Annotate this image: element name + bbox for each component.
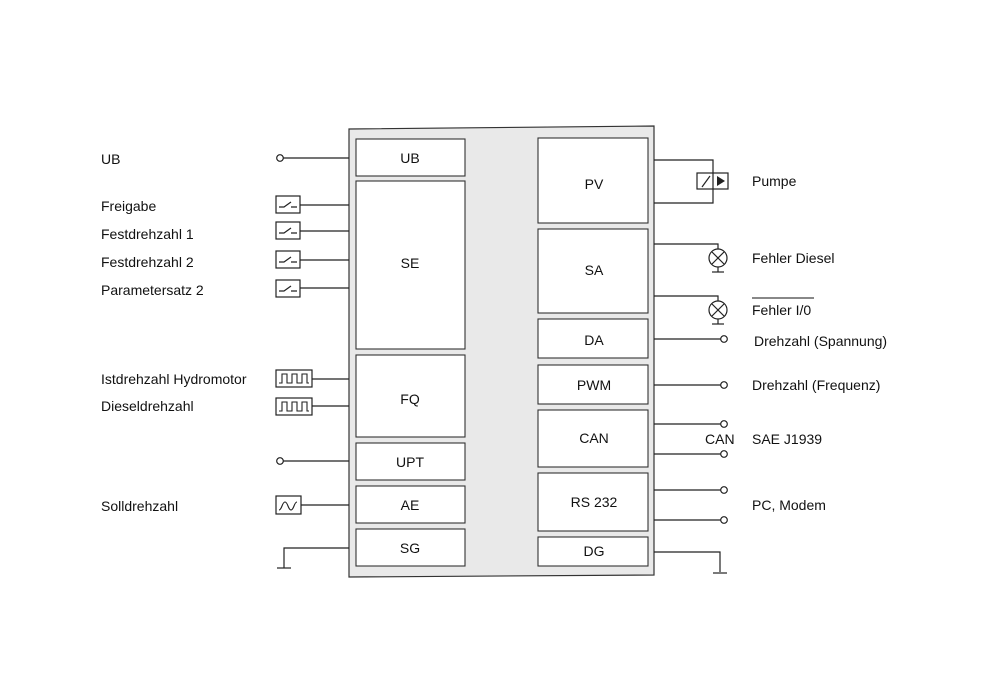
label-sae-j1939: SAE J1939 (752, 431, 822, 447)
block-fq (355, 354, 466, 438)
label-fehler-io: Fehler I/0 (752, 302, 811, 318)
block-pwm-label: PWM (577, 377, 611, 393)
block-dg (537, 536, 649, 567)
label-fehler-diesel: Fehler Diesel (752, 250, 834, 266)
analog-signal-icon-solldrehzahl (275, 495, 302, 515)
label-pumpe: Pumpe (752, 173, 797, 189)
label-istdrehzahl: Istdrehzahl Hydromotor (101, 371, 247, 387)
label-parametersatz-2: Parametersatz 2 (101, 282, 204, 298)
block-sa-label: SA (585, 262, 604, 278)
right-wiring (654, 159, 729, 574)
block-dg-label: DG (584, 543, 605, 559)
wire-pv-top (654, 159, 714, 173)
terminal-rs232-rx (720, 516, 728, 524)
label-solldrehzahl: Solldrehzahl (101, 498, 178, 514)
switch-icon-festdrehzahl-1 (275, 221, 301, 240)
lamp-icon-fehler-diesel (708, 248, 728, 273)
label-festdrehzahl-1: Festdrehzahl 1 (101, 226, 194, 242)
block-can-label: CAN (579, 430, 609, 446)
label-pc-modem: PC, Modem (752, 497, 826, 513)
right-labels: Pumpe Fehler Diesel Fehler I/0 Drehzahl … (705, 173, 887, 513)
label-can: CAN (705, 431, 735, 447)
block-upt-label: UPT (396, 454, 424, 470)
block-pv (537, 137, 649, 224)
wire-dg-ground (654, 551, 721, 572)
block-pwm (537, 364, 649, 405)
switch-icon-parametersatz-2 (275, 279, 301, 298)
block-sg-label: SG (400, 540, 420, 556)
terminal-can-low (720, 450, 728, 458)
switch-icon-festdrehzahl-2 (275, 250, 301, 269)
terminal-da (720, 335, 728, 343)
block-sa (537, 228, 649, 314)
label-drehzahl-spannung: Drehzahl (Spannung) (754, 333, 887, 349)
lamp-icon-fehler-io (708, 300, 728, 325)
block-rs232-label: RS 232 (571, 494, 618, 510)
label-ub: UB (101, 151, 120, 167)
left-wiring (275, 154, 349, 569)
wire-sg-ground (283, 547, 349, 568)
wire-pv-bottom (654, 189, 714, 204)
right-blocks: PV SA DA PWM CAN RS 232 DG (537, 137, 649, 567)
block-ub-label: UB (400, 150, 419, 166)
terminal-upt (276, 457, 284, 465)
label-freigabe: Freigabe (101, 198, 156, 214)
valve-icon-pumpe (696, 172, 729, 190)
pulse-signal-icon-istdrehzahl (275, 369, 313, 388)
block-upt (355, 442, 466, 481)
block-can (537, 409, 649, 468)
block-da (537, 318, 649, 359)
block-se (355, 180, 466, 350)
block-rs232 (537, 472, 649, 532)
pulse-signal-icon-dieseldrehzahl (275, 397, 313, 416)
block-ae (355, 485, 466, 524)
terminal-ub (276, 154, 284, 162)
wire-fehler-diesel (654, 243, 719, 249)
terminal-rs232-tx (720, 486, 728, 494)
block-sg (355, 528, 466, 567)
block-fq-label: FQ (400, 391, 420, 407)
block-se-label: SE (401, 255, 420, 271)
block-ub (355, 138, 466, 177)
wire-fehler-io (654, 295, 719, 301)
terminal-can-high (720, 420, 728, 428)
left-labels: UB Freigabe Festdrehzahl 1 Festdrehzahl … (101, 151, 247, 514)
label-dieseldrehzahl: Dieseldrehzahl (101, 398, 194, 414)
block-pv-label: PV (585, 176, 604, 192)
label-festdrehzahl-2: Festdrehzahl 2 (101, 254, 194, 270)
block-da-label: DA (584, 332, 604, 348)
block-ae-label: AE (401, 497, 420, 513)
left-blocks: UB SE FQ UPT AE SG (355, 138, 466, 567)
label-drehzahl-frequenz: Drehzahl (Frequenz) (752, 377, 880, 393)
switch-icon-freigabe (275, 195, 301, 214)
terminal-pwm (720, 381, 728, 389)
